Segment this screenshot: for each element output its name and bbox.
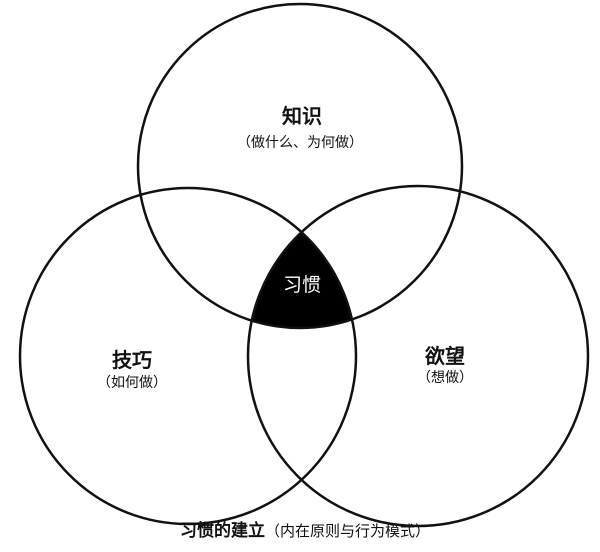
knowledge-circle (136, 2, 464, 330)
skill-title: 技巧 (112, 348, 152, 372)
desire-title: 欲望 (425, 344, 465, 368)
habit-label: 习惯 (282, 274, 322, 296)
desire-circle (246, 184, 590, 528)
desire-subtitle: （想做） (417, 370, 473, 386)
knowledge-title: 知识 (282, 104, 322, 128)
skill-circle (18, 186, 358, 526)
caption: 习惯的建立（内在原则与行为模式） (180, 516, 430, 541)
knowledge-subtitle: （做什么、为何做） (237, 135, 363, 151)
caption-regular: （内在原则与行为模式） (264, 522, 431, 540)
caption-bold: 习惯的建立 (179, 521, 265, 541)
skill-subtitle: （如何做） (97, 375, 167, 391)
